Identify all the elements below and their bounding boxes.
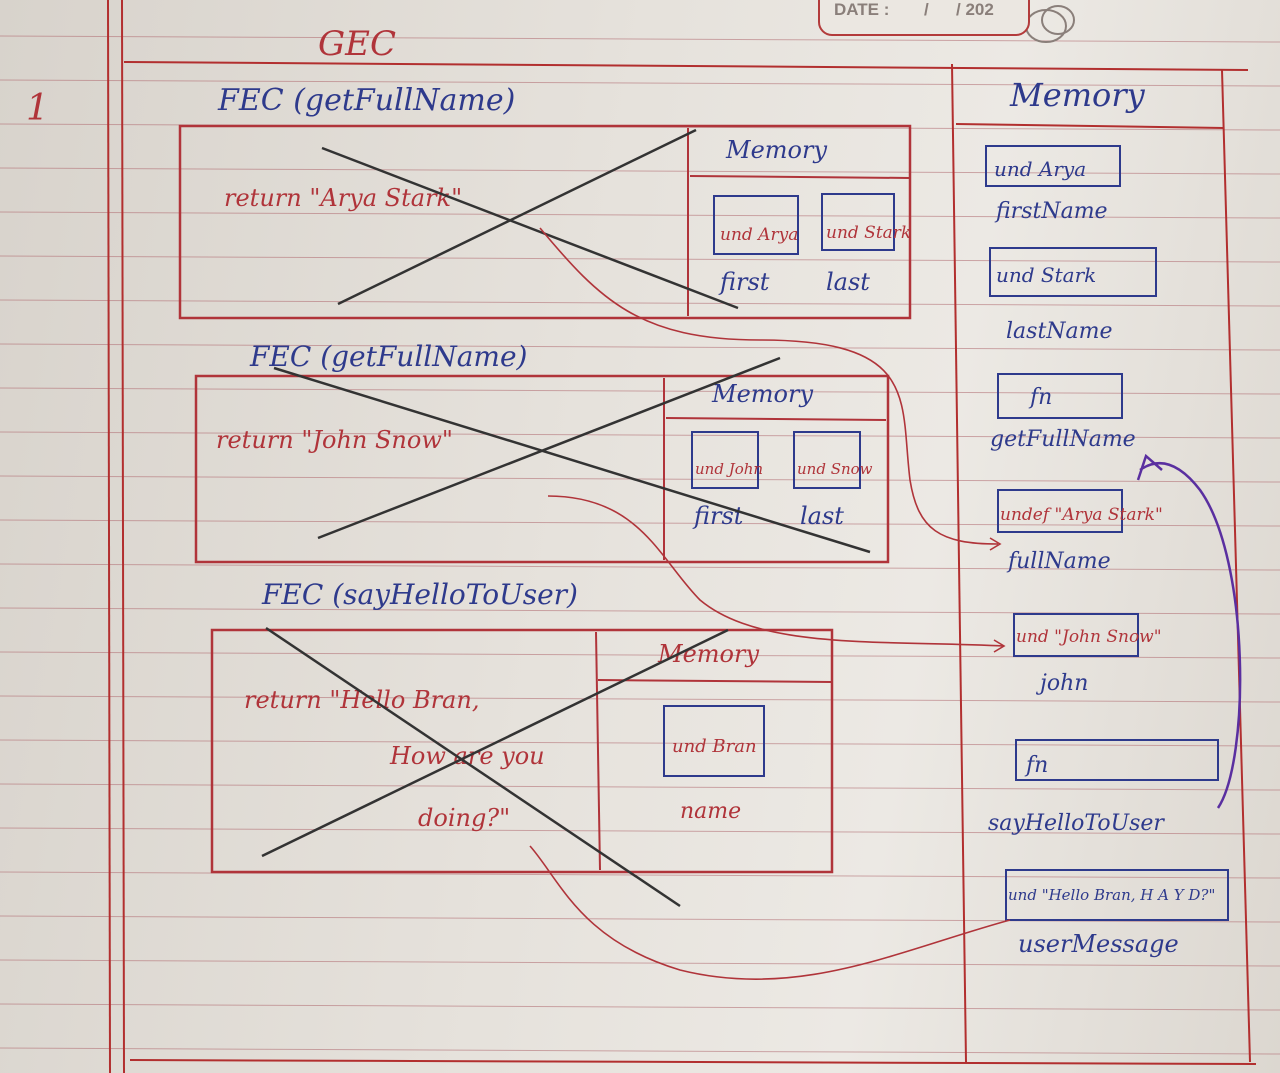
fec-2-memory-title: Memory	[711, 380, 813, 408]
fec-1-var-last-label: last	[826, 268, 870, 296]
fec-2-title: FEC (getFullName)	[249, 340, 527, 373]
page-number: 1	[26, 88, 49, 129]
ruled-line	[0, 959, 1280, 967]
ruled-line	[0, 167, 1280, 175]
fec-block-3: FEC (sayHelloToUser) return "Hello Bran,…	[210, 578, 834, 908]
ruled-line	[0, 79, 1280, 87]
fec-3-title: FEC (sayHelloToUser)	[261, 578, 578, 611]
fec-2-cross-b	[317, 356, 781, 540]
ruled-line	[0, 783, 1280, 791]
fec-1-memory-title: Memory	[725, 136, 827, 164]
gec-entry-userMessage-box: und "Hello Bran, H A Y D?"	[1008, 886, 1215, 904]
fec-1-title: FEC (getFullName)	[217, 83, 515, 118]
fec-2-var-first-box: und John	[695, 460, 763, 478]
fec-1-var-last-box: und Stark	[826, 223, 911, 243]
date-field: DATE : / / 202	[818, 0, 1030, 36]
binder-rings-decoration	[1025, 5, 1075, 43]
gec-entry-sayHelloToUser-box: fn	[1024, 753, 1048, 778]
fec-1-cross-b	[337, 128, 697, 306]
ruled-line	[0, 1003, 1280, 1011]
connector-arrows	[529, 227, 1011, 981]
arrow-return-john-to-john	[547, 495, 1005, 647]
gec-entry-fullName-label: fullName	[1006, 549, 1111, 574]
gec-entry-lastName-box: und Stark	[996, 263, 1096, 287]
gec-entry-john-label: john	[1035, 671, 1088, 696]
ruled-line	[0, 519, 1280, 527]
ruled-line	[0, 739, 1280, 747]
gec-memory-title: Memory	[1009, 76, 1146, 114]
gec-entry-sayHelloToUser-label: sayHelloToUser	[988, 811, 1165, 836]
gec-entry-getFullName-box: fn	[1028, 385, 1052, 410]
fec-1-code: return "Arya Stark"	[224, 184, 462, 212]
ruled-line	[0, 299, 1280, 307]
fec-block-1: FEC (getFullName) return "Arya Stark" Me…	[178, 83, 912, 320]
page-frame	[107, 0, 1257, 1073]
ruled-line	[0, 431, 1280, 439]
ruled-line	[0, 1047, 1280, 1055]
fec-2-cross-a	[273, 366, 871, 554]
fec-2-code: return "John Snow"	[216, 426, 453, 454]
gec-entry-lastName-label: lastName	[1006, 319, 1113, 344]
ruled-line	[0, 343, 1280, 351]
fec-2-var-last-box: und Snow	[797, 460, 873, 478]
arrow-return-hello-to-userMessage	[529, 845, 1011, 981]
gec-entry-userMessage-label: userMessage	[1018, 930, 1179, 958]
fec-3-memory-title: Memory	[657, 640, 759, 668]
fec-3-code-line-1: return "Hello Bran,	[244, 686, 479, 714]
ruled-line	[0, 695, 1280, 703]
gec-entry-getFullName-label: getFullName	[990, 427, 1136, 452]
fec-3-var-name-box: und Bran	[672, 736, 757, 757]
fec-2-var-last-label: last	[800, 502, 844, 530]
fec-2-var-first-label: first	[692, 502, 744, 530]
gec-entry-firstName-box: und Arya	[994, 157, 1086, 181]
ruled-line	[0, 827, 1280, 835]
arrow-call-sayHelloToUser-head	[1136, 453, 1163, 481]
ruled-line	[0, 255, 1280, 263]
arrow-return-arya-to-fullName	[539, 227, 999, 545]
fec-block-2: FEC (getFullName) return "John Snow" Mem…	[194, 340, 890, 564]
ruled-line	[0, 563, 1280, 571]
date-year: / 202	[956, 0, 994, 19]
ruled-line	[0, 35, 1280, 43]
fec-3-cross-b	[261, 628, 729, 858]
gec-entry-firstName-label: firstName	[994, 199, 1108, 224]
ruled-line	[0, 387, 1280, 395]
gec-entry-john-box: und "John Snow"	[1016, 627, 1162, 647]
fec-3-code-line-3: doing?"	[418, 804, 510, 832]
gec-memory-column: Memory und Arya firstName und Stark last…	[985, 76, 1229, 958]
date-separator: /	[924, 0, 929, 19]
arrow-call-sayHelloToUser	[1139, 461, 1242, 809]
fec-1-cross-a	[321, 146, 739, 310]
fec-3-var-name-label: name	[680, 799, 741, 824]
fec-1-var-first-label: first	[718, 268, 770, 296]
ruled-line	[0, 475, 1280, 483]
gec-title: GEC	[318, 24, 396, 64]
fec-1-var-first-box: und Arya	[720, 225, 798, 245]
gec-entry-fullName-box: undef "Arya Stark"	[1000, 505, 1163, 525]
ruled-line	[0, 211, 1280, 219]
fec-3-cross-a	[265, 626, 681, 908]
date-label: DATE :	[834, 0, 890, 19]
